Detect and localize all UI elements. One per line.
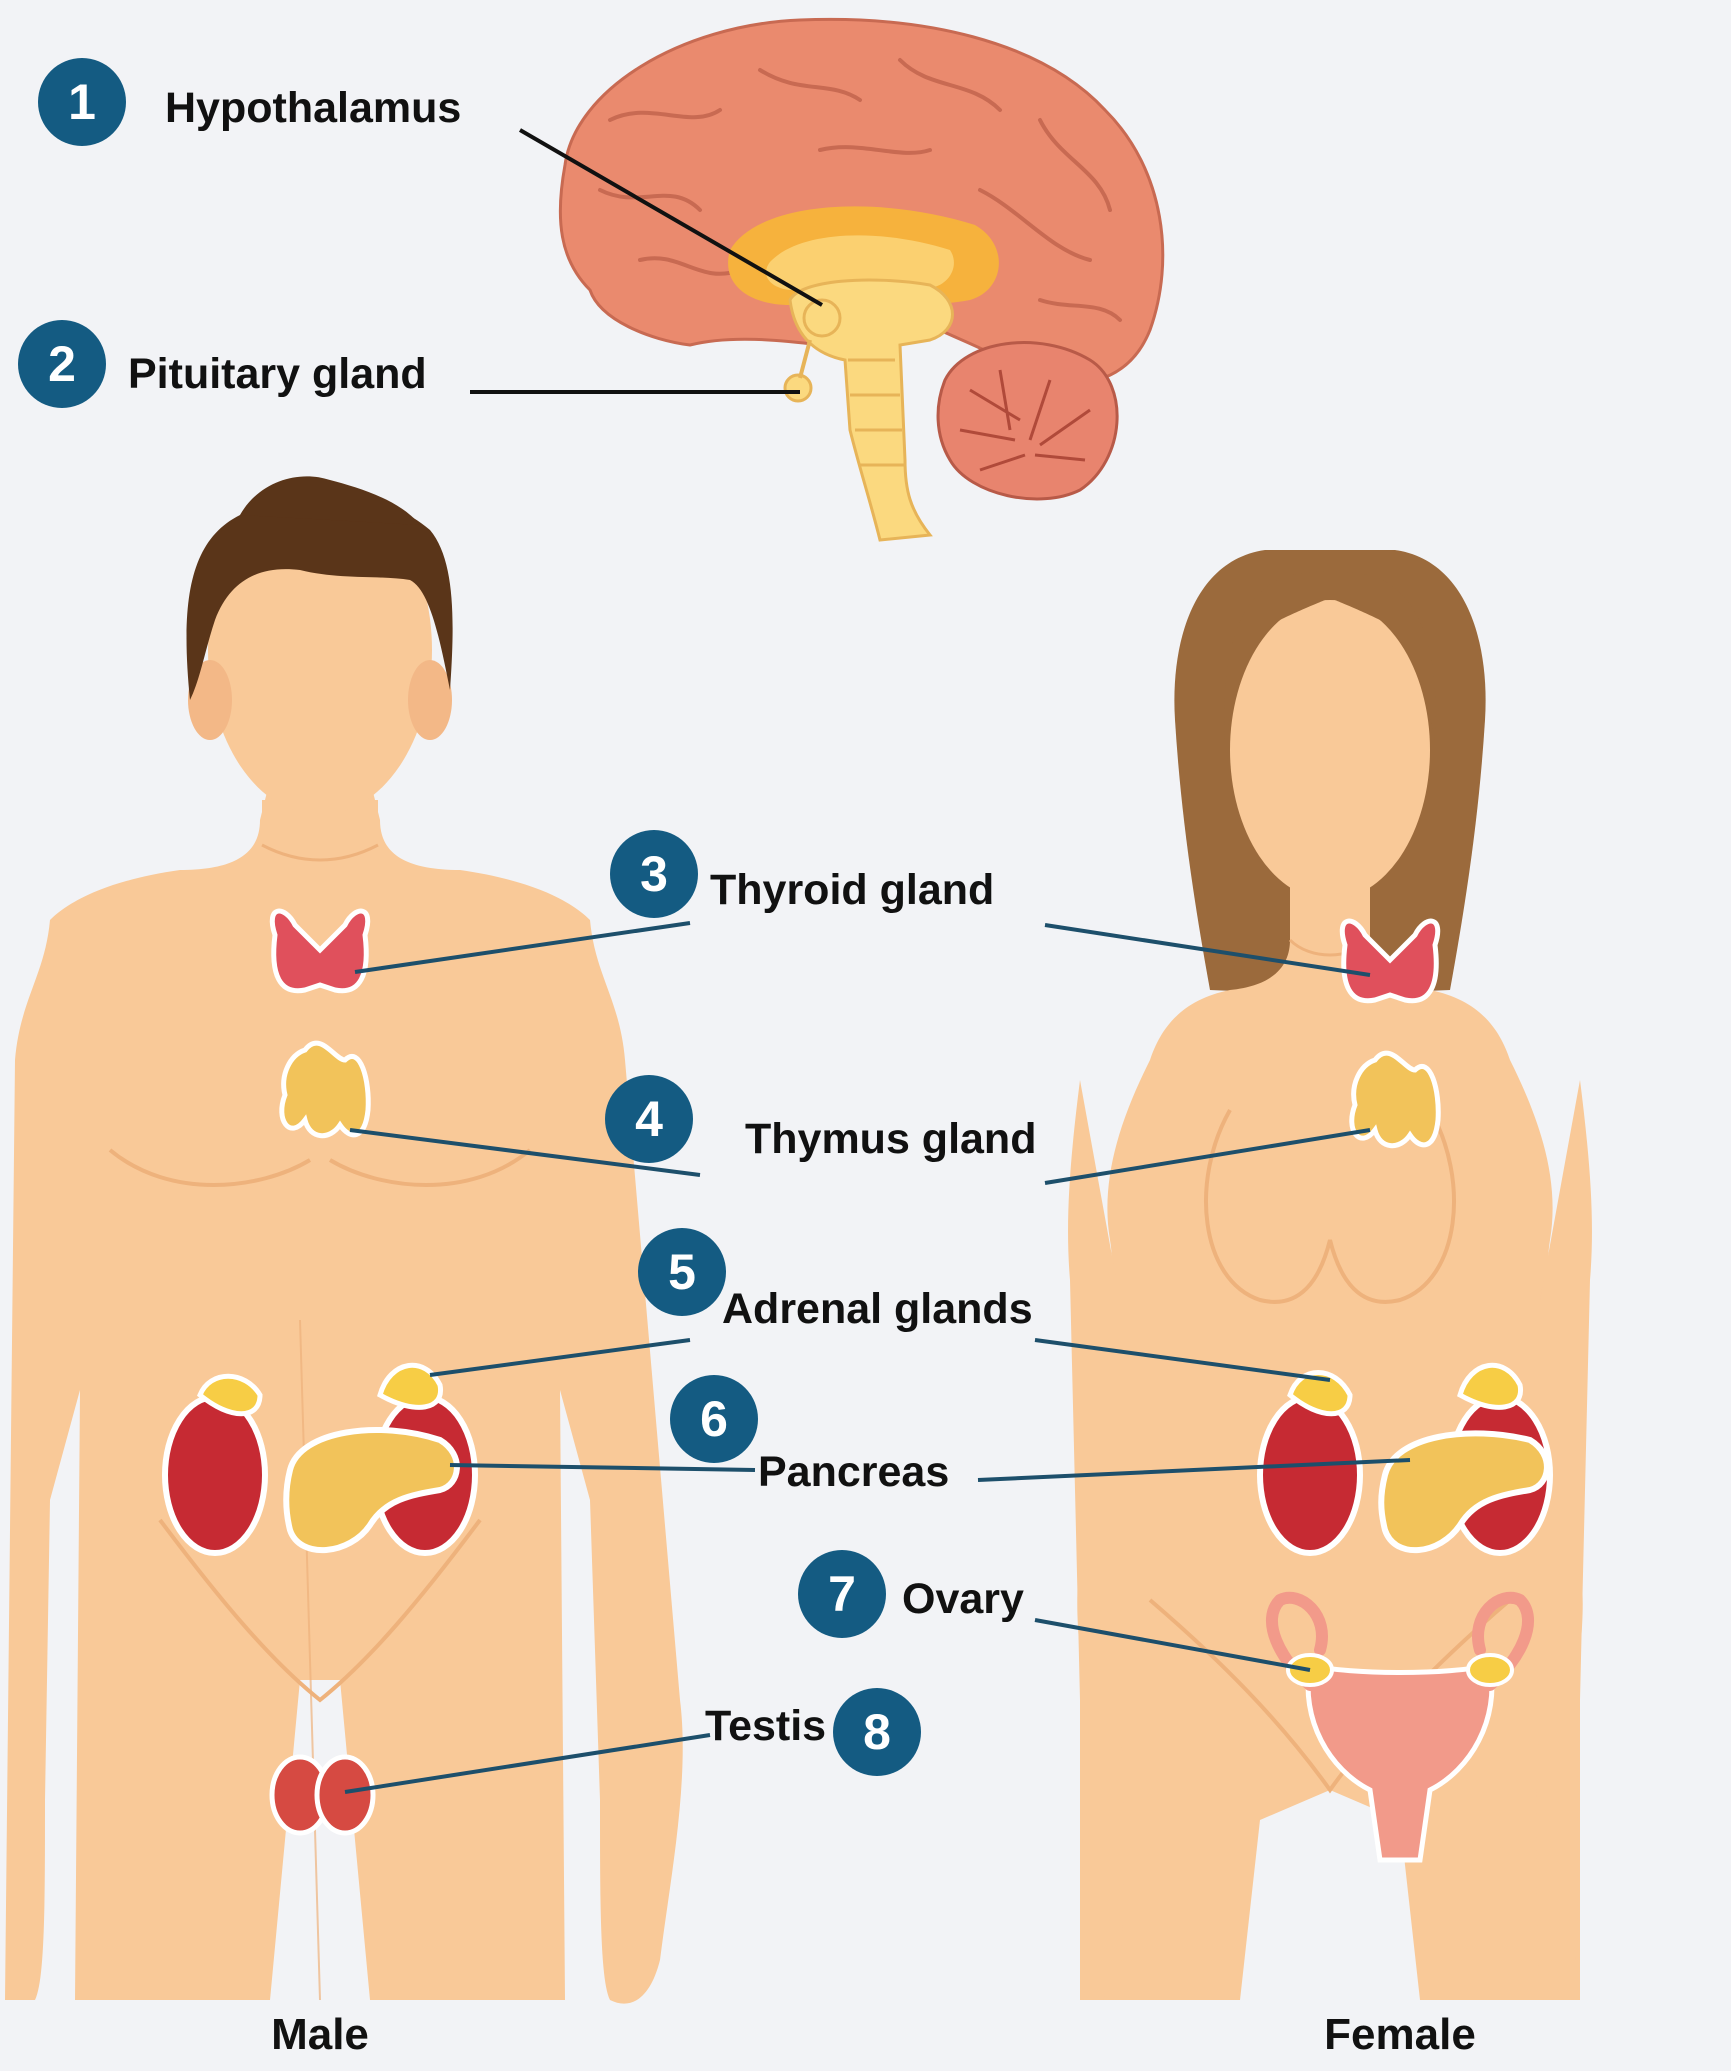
label-testis: Testis	[705, 1702, 826, 1751]
caption-male: Male	[230, 2010, 410, 2060]
caption-female: Female	[1300, 2010, 1500, 2060]
brain-illustration	[560, 19, 1162, 540]
label-adrenal-glands: Adrenal glands	[722, 1285, 1033, 1334]
label-hypothalamus: Hypothalamus	[165, 84, 461, 133]
badge-8: 8	[833, 1688, 921, 1776]
badge-3: 3	[610, 830, 698, 918]
label-thymus-gland: Thymus gland	[745, 1115, 1036, 1164]
badge-4: 4	[605, 1075, 693, 1163]
label-pancreas: Pancreas	[758, 1448, 949, 1497]
female-figure	[1068, 550, 1592, 2000]
male-thymus	[282, 1043, 368, 1136]
label-ovary: Ovary	[902, 1575, 1024, 1624]
badge-6: 6	[670, 1375, 758, 1463]
male-testes	[272, 1757, 373, 1833]
label-pituitary-gland: Pituitary gland	[128, 350, 427, 399]
badge-5: 5	[638, 1228, 726, 1316]
label-thyroid-gland: Thyroid gland	[710, 866, 994, 915]
badge-1: 1	[38, 58, 126, 146]
badge-2: 2	[18, 320, 106, 408]
badge-7: 7	[798, 1550, 886, 1638]
